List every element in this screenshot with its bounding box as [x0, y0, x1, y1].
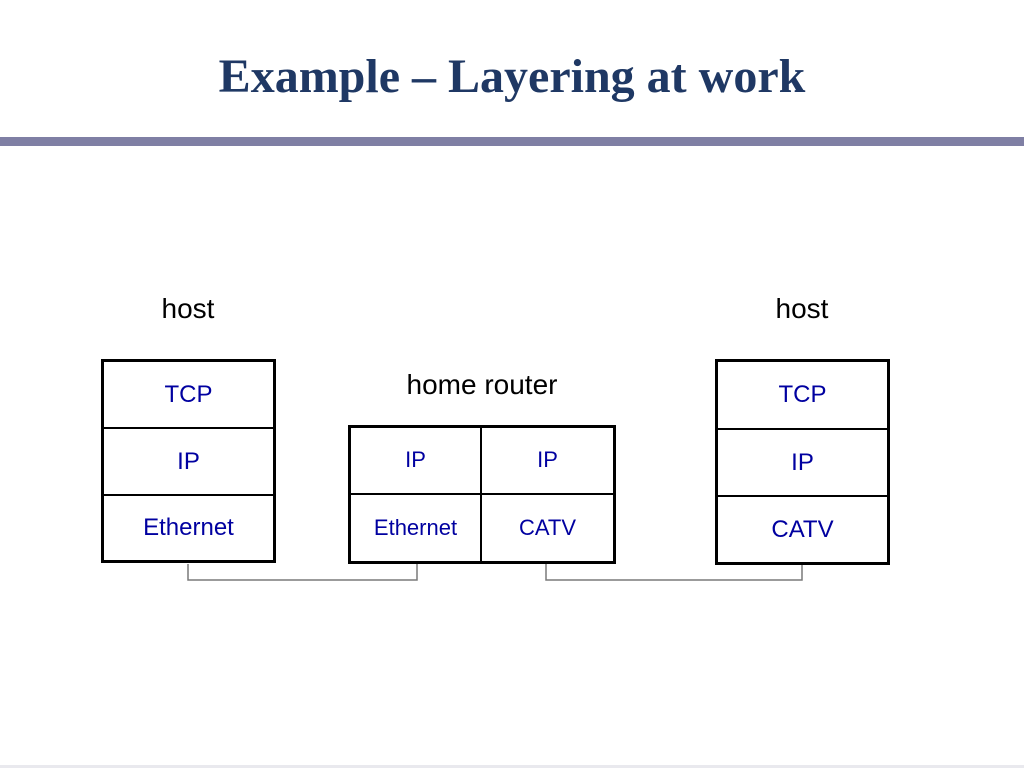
left-host-layer-ethernet: Ethernet — [143, 514, 234, 541]
catv-link — [545, 564, 803, 581]
slide-title: Example – Layering at work — [218, 50, 806, 103]
right-host-layer-tcp: TCP — [718, 362, 887, 430]
router-cell-ip-left: IP — [351, 428, 482, 495]
right-host-label: host — [775, 293, 829, 324]
router-stack: IP IP Ethernet CATV — [348, 425, 616, 564]
right-host-stack: TCP IP CATV — [715, 359, 890, 565]
right-host-layer-catv: CATV — [771, 515, 834, 543]
left-host-label: host — [161, 293, 215, 324]
left-host-layer-ip: IP — [104, 429, 273, 496]
right-host-layer-ip: IP — [718, 430, 887, 497]
left-host-layer-tcp: TCP — [104, 362, 273, 429]
router-cell-ip-right: IP — [482, 428, 613, 495]
left-host-stack: TCP IP Ethernet — [101, 359, 276, 563]
title-divider — [0, 137, 1024, 146]
router-cell-ethernet: Ethernet — [351, 494, 482, 561]
bottom-edge — [0, 765, 1024, 768]
router-cell-catv: CATV — [518, 514, 577, 540]
ethernet-link — [187, 564, 418, 581]
router-label: home router — [406, 369, 558, 400]
